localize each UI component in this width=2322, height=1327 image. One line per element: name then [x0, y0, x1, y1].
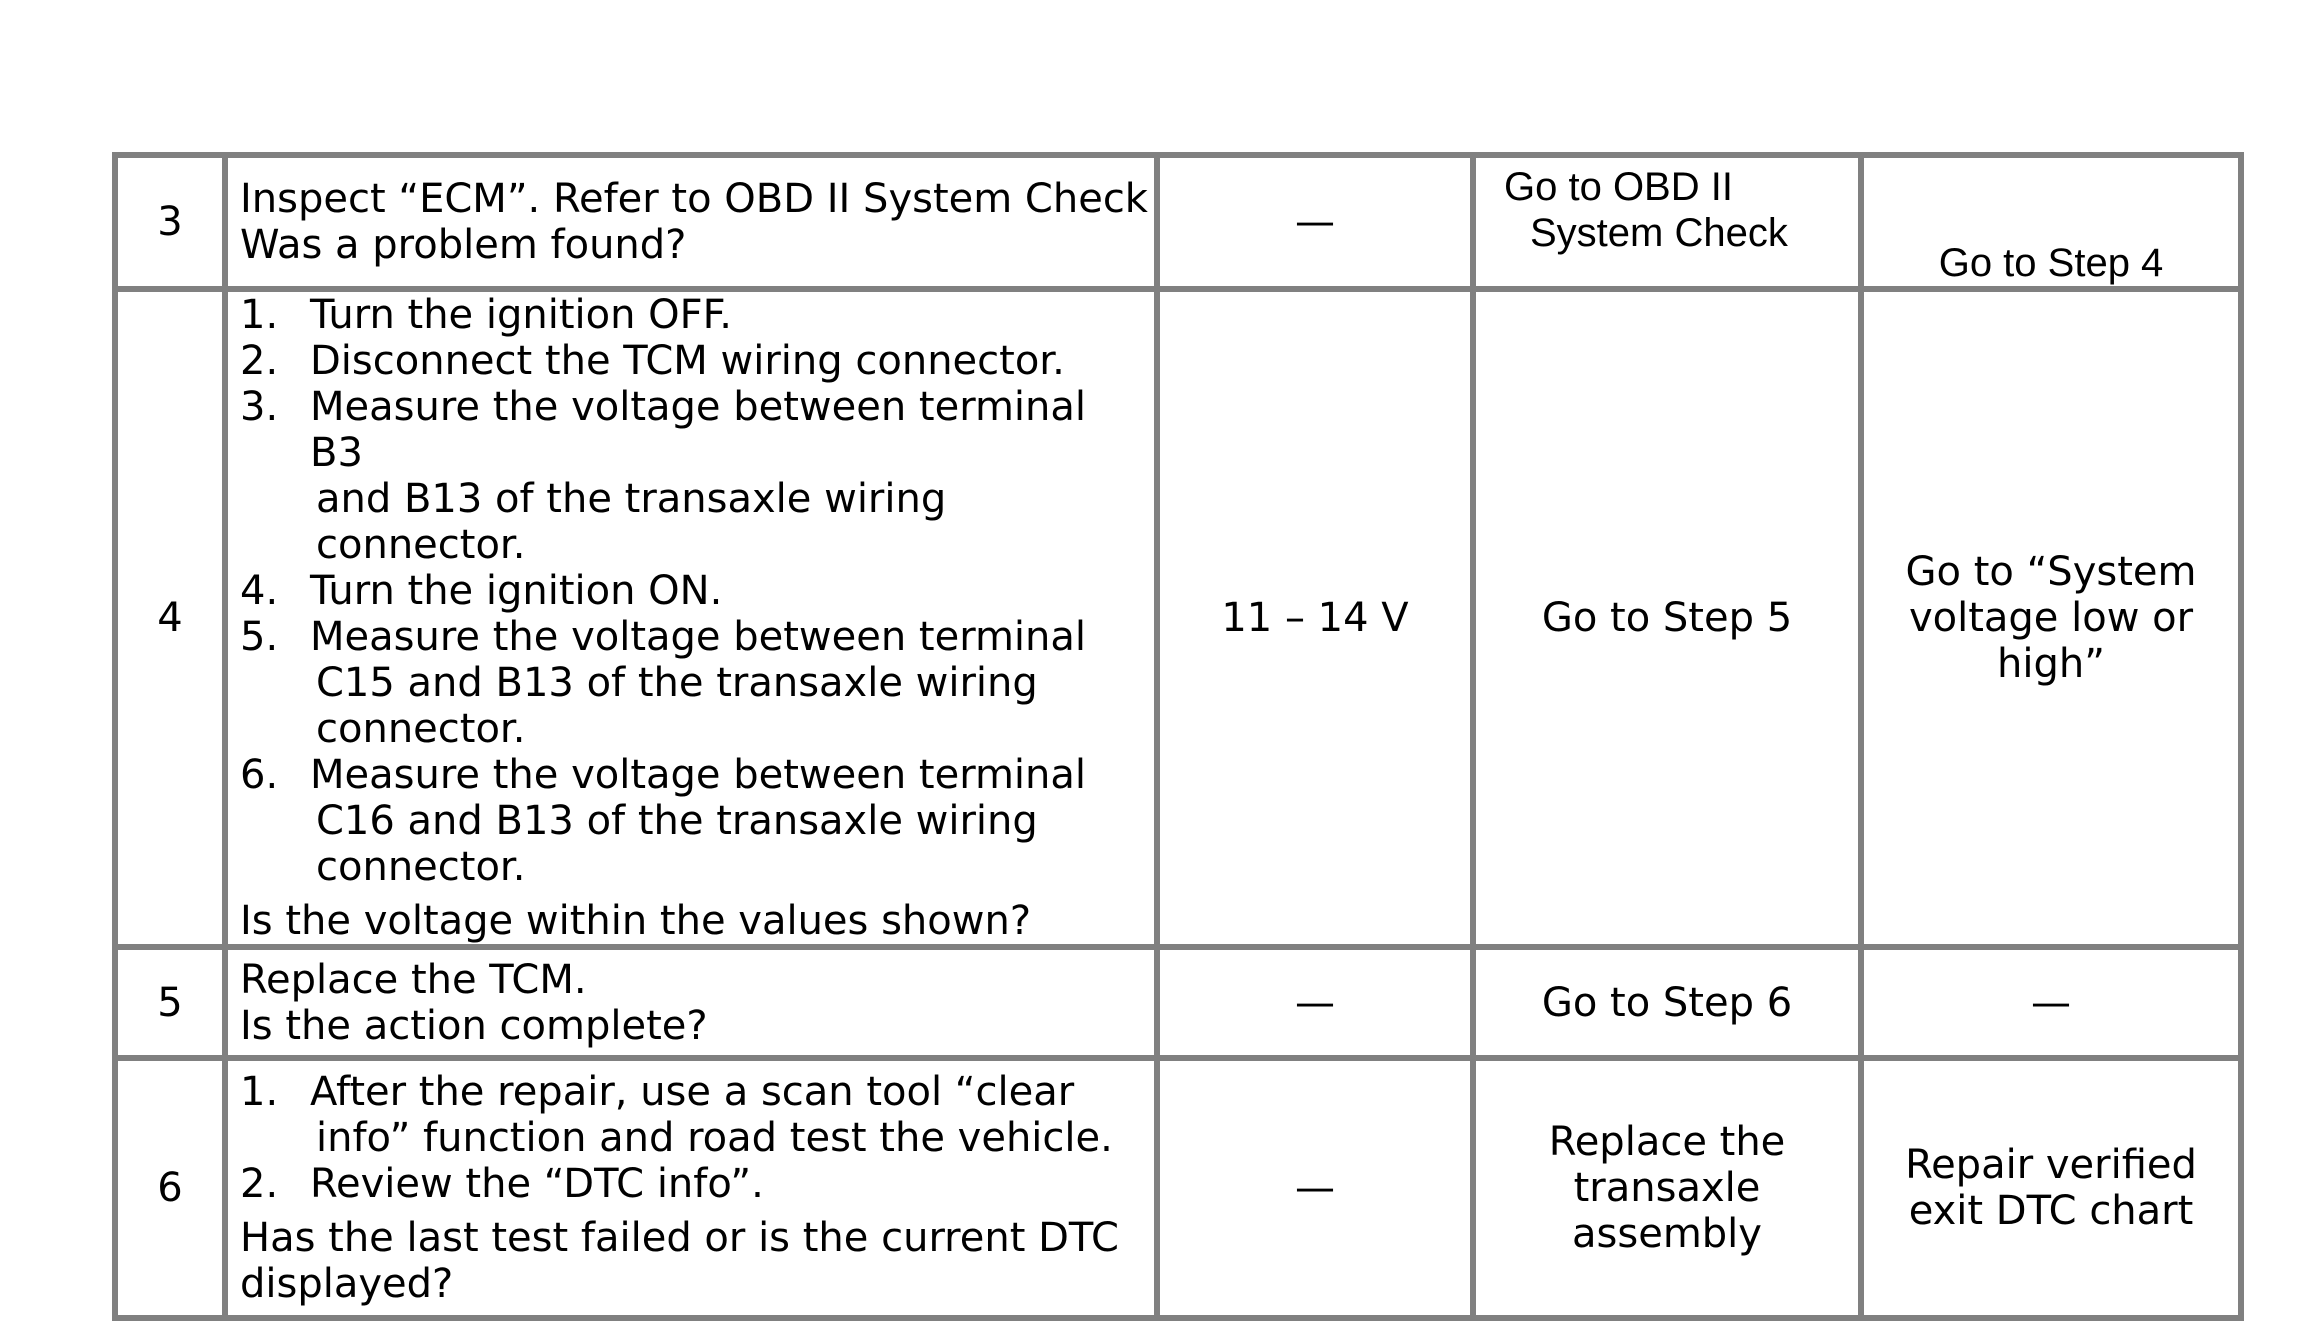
yes-cell: Go to Step 5 [1470, 286, 1864, 950]
diagnostic-table: 3 Inspect “ECM”. Refer to OBD II System … [112, 152, 2244, 1321]
value-cell: 11 – 14 V [1154, 286, 1476, 950]
action-cell: 1. After the repair, use a scan tool “cl… [222, 1055, 1160, 1321]
step-number: 3 [112, 152, 228, 292]
no-cell: Repair verified exit DTC chart [1858, 1055, 2244, 1321]
question-text: Was a problem found? [240, 222, 687, 268]
procedure-item: 1. After the repair, use a scan tool “cl… [240, 1069, 1113, 1161]
procedure-item: 3. Measure the voltage between terminal … [240, 384, 1087, 568]
procedure-item: 2. Disconnect the TCM wiring connector. [240, 338, 1065, 384]
step-number: 5 [112, 944, 228, 1061]
question-text: Is the action complete? [240, 1002, 708, 1049]
no-cell: — [1858, 944, 2244, 1061]
action-text: Inspect “ECM”. Refer to OBD II System Ch… [240, 176, 1148, 222]
procedure-item: 1. Turn the ignition OFF. [240, 292, 732, 338]
procedure-item: 5. Measure the voltage between terminal … [240, 614, 1087, 752]
yes-cell: Go to OBD II System Check [1470, 152, 1864, 292]
yes-text-line: Go to OBD II [1504, 165, 1733, 209]
table-row-step-3: 3 Inspect “ECM”. Refer to OBD II System … [112, 152, 2244, 292]
procedure-item: 2. Review the “DTC info”. [240, 1161, 764, 1207]
step-number: 6 [112, 1055, 228, 1321]
table-row-step-5: 5 Replace the TCM. Is the action complet… [112, 944, 2244, 1061]
procedure-list: 1. Turn the ignition OFF. 2. Disconnect … [240, 292, 1148, 890]
procedure-list: 1. After the repair, use a scan tool “cl… [240, 1069, 1148, 1207]
procedure-item: 6. Measure the voltage between terminal … [240, 752, 1087, 890]
yes-text-line: System Check [1530, 211, 1788, 255]
question-text: Has the last test failed or is the curre… [240, 1215, 1119, 1307]
yes-cell: Replace the transaxle assembly [1470, 1055, 1864, 1321]
table-row-step-6: 6 1. After the repair, use a scan tool “… [112, 1055, 2244, 1321]
yes-cell: Go to Step 6 [1470, 944, 1864, 1061]
action-cell: Replace the TCM. Is the action complete? [222, 944, 1160, 1061]
value-cell: — [1154, 152, 1476, 292]
action-text: Replace the TCM. [240, 956, 587, 1003]
action-cell: 1. Turn the ignition OFF. 2. Disconnect … [222, 286, 1160, 950]
no-cell: Go to “System voltage low or high” [1858, 286, 2244, 950]
value-cell: — [1154, 944, 1476, 1061]
question-text: Is the voltage within the values shown? [240, 898, 1032, 944]
procedure-item: 4. Turn the ignition ON. [240, 568, 723, 614]
table-row-step-4: 4 1. Turn the ignition OFF. 2. Disconnec… [112, 286, 2244, 950]
value-cell: — [1154, 1055, 1476, 1321]
no-cell: Go to Step 4 [1858, 152, 2244, 292]
action-cell: Inspect “ECM”. Refer to OBD II System Ch… [222, 152, 1160, 292]
step-number: 4 [112, 286, 228, 950]
